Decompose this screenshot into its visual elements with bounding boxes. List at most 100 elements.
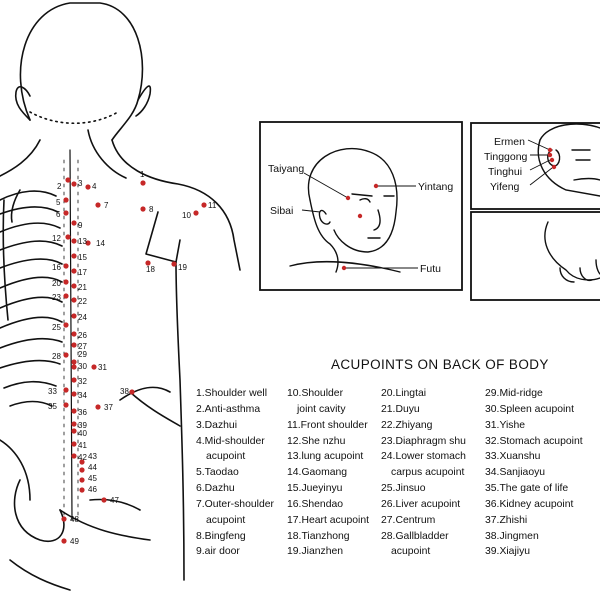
point-number: 30 [78, 362, 87, 371]
ear-panel: Ermen Tinggong Tinghui Yifeng [470, 122, 600, 210]
point-number: 45 [88, 474, 97, 483]
body-outline [175, 261, 185, 581]
legend-item: 19.Jianzhen [287, 546, 344, 558]
legend-item: 35.The gate of life [485, 483, 569, 495]
legend-item: 5.Taodao [196, 467, 239, 479]
acupoint-dot [71, 181, 77, 187]
acupoint-dot [71, 268, 77, 274]
legend-item: 33.Xuanshu [485, 451, 541, 463]
acupoint-dot [63, 322, 69, 328]
acupoint-dot [71, 331, 77, 337]
legend-item: joint cavity [297, 403, 346, 415]
acupoint-dot [63, 279, 69, 285]
legend-item: acupoint [206, 451, 246, 463]
point-number: 5 [56, 198, 61, 207]
legend-item: 3.Dazhui [196, 419, 238, 431]
legend-item: 22.Zhiyang [381, 419, 433, 431]
point-number: 21 [78, 283, 87, 292]
legend-item: 20.Lingtai [381, 388, 427, 399]
acupoint-dot [63, 402, 69, 408]
acupoint-dot [95, 404, 101, 410]
point-number: 40 [78, 429, 87, 438]
legend-item: acupoint [391, 546, 431, 558]
acupoint-dot [79, 477, 85, 483]
point-number: 10 [182, 211, 191, 220]
point-number: 13 [78, 237, 87, 246]
acupoint-dot [91, 364, 97, 370]
face-acupoint-dot [345, 195, 351, 201]
point-number: 31 [98, 363, 107, 372]
face-acupoint-dot [357, 213, 363, 219]
legend-column-3: 20.Lingtai 21.Duyu 22.Zhiyang 23.Diaphra… [381, 386, 466, 560]
point-number: 16 [52, 263, 61, 272]
point-number: 9 [78, 221, 83, 230]
point-number: 12 [52, 234, 61, 243]
ear-acupoint-dot [551, 164, 557, 170]
spine [69, 149, 73, 521]
acupoint-dot [79, 487, 85, 493]
acupoint-dot [171, 261, 177, 267]
acupoint-dot [71, 453, 77, 459]
point-number: 42 [78, 453, 87, 462]
point-number: 37 [104, 403, 113, 412]
acupoint-dot [71, 297, 77, 303]
acupoint-dot [71, 441, 77, 447]
ear-label-tinghui: Tinghui [488, 166, 522, 178]
legend-column-4: 29.Mid-ridge 30.Spleen acupoint 31.Yishe… [485, 386, 583, 560]
acupoint-dot [71, 408, 77, 414]
point-number: 24 [78, 313, 87, 322]
ear-acupoint-dot [547, 147, 553, 153]
acupoint-dot [61, 538, 67, 544]
acupoint-dot [63, 197, 69, 203]
point-number: 3 [78, 179, 83, 188]
acupoint-dot [63, 293, 69, 299]
legend-item: 9.air door [196, 546, 240, 558]
point-number: 46 [88, 485, 97, 494]
face-label-sibai: Sibai [270, 205, 293, 217]
legend-item: 2.Anti-asthma [196, 403, 261, 415]
legend-item: 21.Duyu [381, 403, 420, 415]
legend-item: 23.Diaphragm shu [381, 435, 466, 447]
foot-panel [470, 211, 600, 301]
point-number: 4 [92, 182, 97, 191]
rib-cage [0, 189, 63, 407]
legend-item: 37.Zhishi [485, 514, 528, 526]
legend-item: 14.Gaomang [287, 467, 348, 479]
legend-item: carpus acupoint [391, 467, 465, 479]
point-number: 27 [78, 342, 87, 351]
point-number: 11 [208, 201, 217, 210]
legend-item: 12.She nzhu [287, 435, 346, 447]
legend-item: 25.Jinsuo [381, 483, 426, 495]
acupoint-dot [145, 260, 151, 266]
acupoint-dot [71, 377, 77, 383]
point-number: 47 [110, 496, 119, 505]
point-number: 34 [78, 391, 87, 400]
point-number: 20 [52, 279, 61, 288]
acupoint-dot [71, 220, 77, 226]
legend-item: 18.Tianzhong [287, 530, 350, 542]
legend-item: 17.Heart acupoint [287, 514, 370, 526]
legend-item: 27.Centrum [381, 514, 436, 526]
point-number: 6 [56, 210, 61, 219]
face-acupoint-dot [341, 265, 347, 271]
face-label-yintang: Yintang [418, 181, 453, 193]
ear-acupoint-dot [547, 152, 553, 158]
acupoint-dot [129, 389, 135, 395]
legend-item: 7.Outer-shoulder [196, 498, 274, 510]
point-number: 14 [96, 239, 105, 248]
acupoint-dot [140, 206, 146, 212]
acupoint-dot [65, 177, 71, 183]
acupoint-dot [79, 459, 85, 465]
point-number: 38 [120, 387, 129, 396]
acupoint-dot [71, 253, 77, 259]
acupoint-dot [71, 428, 77, 434]
point-number: 19 [178, 263, 187, 272]
point-number: 17 [78, 268, 87, 277]
acupoint-dots [61, 177, 207, 544]
acupoint-dot [61, 516, 67, 522]
point-number: 29 [78, 350, 87, 359]
face-panel: Taiyang Sibai Yintang Futu [259, 121, 463, 291]
legend-item: acupoint [206, 514, 246, 526]
legend-item: 8.Bingfeng [196, 530, 246, 542]
scapula-outline [145, 211, 181, 263]
